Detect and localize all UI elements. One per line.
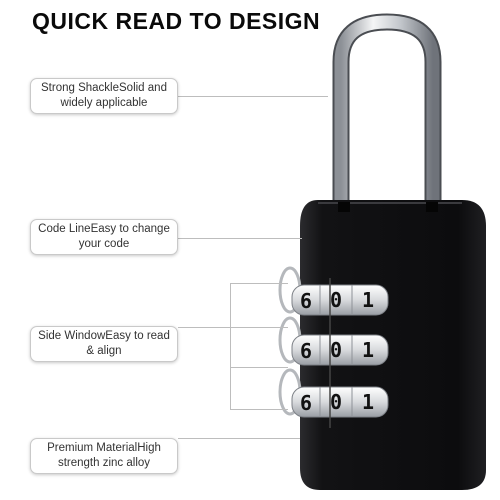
dial-2-digit-2: 0 — [330, 338, 342, 362]
leader-line-window-lower — [230, 367, 288, 368]
dial-1-digit-1: 9 — [300, 288, 312, 312]
leader-line-shackle — [178, 96, 328, 97]
dial-wheel — [278, 368, 389, 418]
callout-side-window-text: Side WindowEasy to read & align — [38, 330, 170, 357]
page-title: QUICK READ TO DESIGN — [32, 8, 321, 34]
callout-code-line: Code LineEasy to change your code — [30, 219, 178, 255]
callout-shackle-text: Strong ShackleSolid and widely applicabl… — [41, 82, 167, 109]
leader-line-window-top — [230, 283, 288, 284]
callout-side-window: Side WindowEasy to read & align — [30, 326, 178, 362]
callout-material-text: Premium MaterialHigh strength zinc alloy — [47, 442, 161, 469]
callout-shackle: Strong ShackleSolid and widely applicabl… — [30, 78, 178, 114]
dial-3-digit-1: 9 — [300, 390, 312, 414]
dial-wheels — [278, 266, 389, 418]
leader-line-window-mid — [178, 327, 288, 328]
dial-3-digit-2: 0 — [330, 390, 342, 414]
leader-line-window-vertical — [230, 283, 231, 410]
dial-wheel — [278, 316, 389, 366]
shackle — [332, 13, 442, 212]
leader-line-material — [178, 438, 300, 439]
callout-material: Premium MaterialHigh strength zinc alloy — [30, 438, 178, 474]
dial-3-digit-3: 1 — [362, 390, 374, 414]
dial-wheel — [278, 266, 389, 316]
callout-code-line-text: Code LineEasy to change your code — [38, 223, 170, 250]
dial-2-digit-3: 1 — [362, 338, 374, 362]
dial-2-digit-1: 9 — [300, 338, 312, 362]
leader-line-window-bottom — [230, 409, 288, 410]
dial-1-digit-2: 0 — [330, 288, 342, 312]
leader-line-code — [178, 238, 302, 239]
dial-1-digit-3: 1 — [362, 288, 374, 312]
